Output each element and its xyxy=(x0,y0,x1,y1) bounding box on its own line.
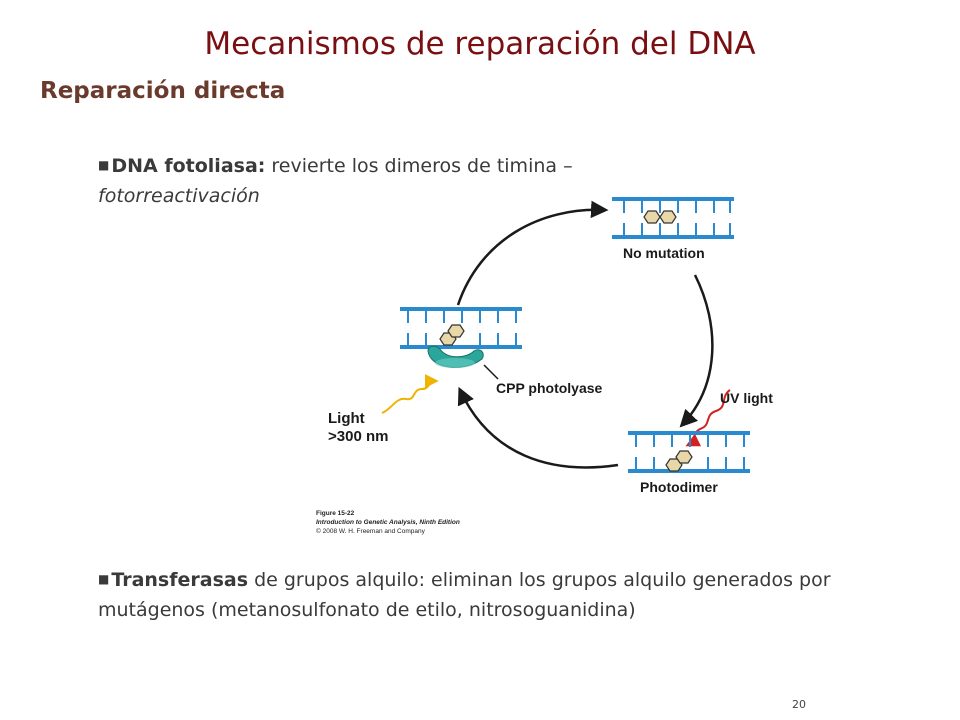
label-uv-light: UV light xyxy=(720,390,773,406)
label-photodimer: Photodimer xyxy=(640,479,718,495)
uv-light-squiggle xyxy=(685,389,731,447)
cycle-arrow-to-enzyme xyxy=(457,386,619,469)
enzyme-pointer-line xyxy=(483,364,499,380)
page-number: 20 xyxy=(792,698,806,711)
bullet-marker: ■ xyxy=(98,572,110,586)
label-no-mutation: No mutation xyxy=(623,245,705,261)
slide-title: Mecanismos de reparación del DNA xyxy=(204,26,756,62)
figure-caption-number: Figure 15-22 xyxy=(316,510,355,517)
figure-caption-copyright: © 2008 W. H. Freeman and Company xyxy=(316,527,426,535)
visible-light-squiggle xyxy=(381,374,439,414)
label-light-wavelength: >300 nm xyxy=(328,428,388,445)
bullet-text: de grupos alquilo: eliminan los grupos a… xyxy=(98,569,831,621)
label-light: Light xyxy=(328,410,365,427)
figure-caption-book: Introduction to Genetic Analysis, Ninth … xyxy=(316,519,460,526)
dna-no-mutation xyxy=(612,197,734,239)
photolyase-cycle-figure: No mutation CPP photolyase Light >300 nm… xyxy=(316,197,773,535)
cycle-arrow-to-photodimer xyxy=(679,274,714,428)
dna-photodimer xyxy=(628,431,750,473)
bullet-marker: ■ xyxy=(98,158,110,172)
bullet-dna-photolyase: ■DNA fotoliasa: revierte los dimeros de … xyxy=(98,152,798,210)
bullet-italic-text: fotorreactivación xyxy=(98,185,260,207)
cycle-arrow-to-no-mutation xyxy=(456,200,609,306)
bullet-term: Transferasas xyxy=(111,569,249,591)
dna-with-photolyase xyxy=(400,307,522,368)
bullet-text: revierte los dimeros de timina – xyxy=(265,155,573,177)
bullet-transferases: ■Transferasas de grupos alquilo: elimina… xyxy=(98,566,858,624)
section-subtitle: Reparación directa xyxy=(40,78,286,104)
bullet-term: DNA fotoliasa: xyxy=(111,155,266,177)
label-cpp-photolyase: CPP photolyase xyxy=(496,380,603,396)
